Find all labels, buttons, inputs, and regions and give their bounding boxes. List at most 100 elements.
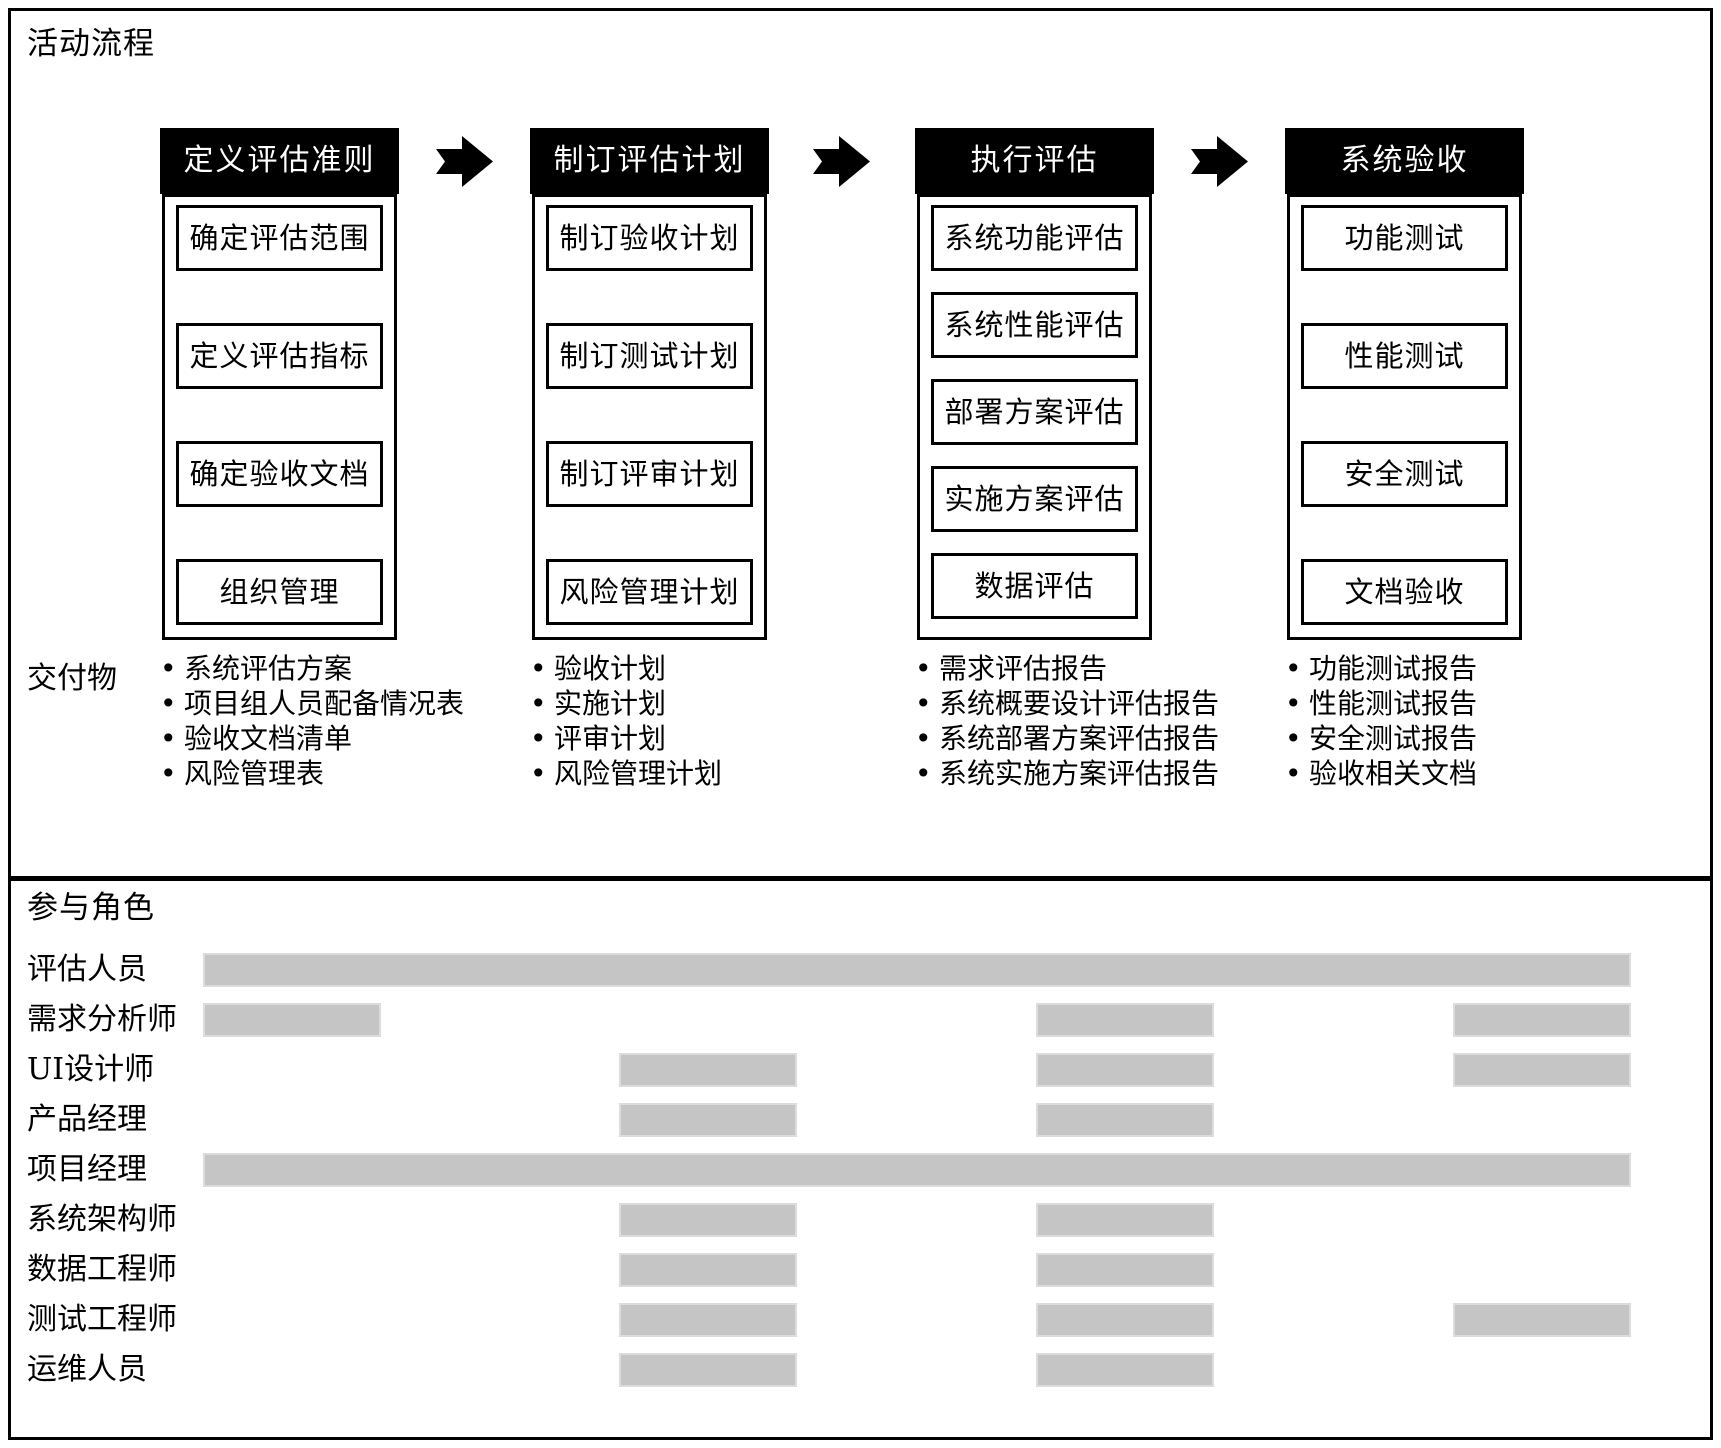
deliverable-item: •评审计划 [530, 721, 900, 756]
activity-box: 制订测试计划 [546, 323, 753, 389]
deliverable-item: •验收文档清单 [160, 721, 530, 756]
bullet-icon: • [160, 652, 177, 685]
bullet-icon: • [1285, 757, 1302, 790]
phase-header: 执行评估 [915, 128, 1154, 194]
phase-header: 定义评估准则 [160, 128, 399, 194]
deliverable-item: •风险管理计划 [530, 756, 900, 791]
bullet-icon: • [915, 652, 932, 685]
deliverable-text: 系统部署方案评估报告 [939, 722, 1220, 755]
deliverable-item: •功能测试报告 [1285, 651, 1655, 686]
activity-box: 确定评估范围 [176, 205, 383, 271]
activity-box: 定义评估指标 [176, 323, 383, 389]
deliverable-text: 安全测试报告 [1309, 722, 1478, 755]
involvement-bar [1036, 1003, 1214, 1037]
deliverable-item: •系统部署方案评估报告 [915, 721, 1285, 756]
activity-box: 部署方案评估 [931, 379, 1138, 445]
deliverable-text: 需求评估报告 [939, 652, 1108, 685]
involvement-bar [1036, 1053, 1214, 1087]
role-label: UI设计师 [27, 1052, 155, 1087]
roles-section-title: 参与角色 [27, 890, 155, 926]
arrow-right-icon [813, 133, 870, 190]
bullet-icon: • [160, 757, 177, 790]
deliverable-item: •需求评估报告 [915, 651, 1285, 686]
involvement-bar [619, 1103, 797, 1137]
bullet-icon: • [530, 687, 547, 720]
activity-box: 系统性能评估 [931, 292, 1138, 358]
involvement-bar [203, 1153, 1631, 1187]
involvement-bar [619, 1353, 797, 1387]
bullet-icon: • [530, 757, 547, 790]
deliverable-text: 功能测试报告 [1309, 652, 1478, 685]
involvement-bar [203, 1003, 381, 1037]
phase-column-4: 系统验收功能测试性能测试安全测试文档验收 [1285, 128, 1524, 640]
bullet-icon: • [160, 722, 177, 755]
deliverable-text: 风险管理计划 [554, 757, 723, 790]
phase-column-2: 制订评估计划制订验收计划制订测试计划制订评审计划风险管理计划 [530, 128, 769, 640]
activity-box: 风险管理计划 [546, 559, 753, 625]
deliverable-text: 性能测试报告 [1309, 687, 1478, 720]
activity-box: 系统功能评估 [931, 205, 1138, 271]
activity-box: 数据评估 [931, 553, 1138, 619]
bullet-icon: • [915, 722, 932, 755]
activity-box: 性能测试 [1301, 323, 1508, 389]
deliverable-text: 项目组人员配备情况表 [184, 687, 465, 720]
phase-column-3: 执行评估系统功能评估系统性能评估部署方案评估实施方案评估数据评估 [915, 128, 1154, 640]
deliverable-text: 系统实施方案评估报告 [939, 757, 1220, 790]
deliverable-text: 验收计划 [554, 652, 667, 685]
role-label: 系统架构师 [27, 1202, 177, 1237]
deliverable-text: 风险管理表 [184, 757, 325, 790]
role-label: 运维人员 [27, 1352, 147, 1387]
flow-section-title: 活动流程 [27, 26, 155, 62]
deliverable-text: 实施计划 [554, 687, 667, 720]
involvement-bar [1453, 1303, 1631, 1337]
deliverables-list-3: •需求评估报告•系统概要设计评估报告•系统部署方案评估报告•系统实施方案评估报告 [915, 651, 1285, 791]
activity-box: 制订验收计划 [546, 205, 753, 271]
involvement-bar [619, 1203, 797, 1237]
deliverable-item: •实施计划 [530, 686, 900, 721]
deliverables-list-1: •系统评估方案•项目组人员配备情况表•验收文档清单•风险管理表 [160, 651, 530, 791]
deliverable-text: 验收相关文档 [1309, 757, 1478, 790]
section-divider [8, 876, 1713, 881]
deliverables-list-2: •验收计划•实施计划•评审计划•风险管理计划 [530, 651, 900, 791]
bullet-icon: • [1285, 722, 1302, 755]
involvement-bar [619, 1303, 797, 1337]
deliverable-item: •系统概要设计评估报告 [915, 686, 1285, 721]
involvement-bar [203, 953, 1631, 987]
role-label: 数据工程师 [27, 1252, 177, 1287]
involvement-bar [1036, 1303, 1214, 1337]
activity-box: 文档验收 [1301, 559, 1508, 625]
activity-box: 确定验收文档 [176, 441, 383, 507]
deliverable-text: 系统概要设计评估报告 [939, 687, 1220, 720]
involvement-bar [1036, 1203, 1214, 1237]
arrow-right-icon [436, 133, 493, 190]
deliverable-item: •系统实施方案评估报告 [915, 756, 1285, 791]
role-label: 需求分析师 [27, 1002, 177, 1037]
role-label: 产品经理 [27, 1102, 147, 1137]
bullet-icon: • [1285, 687, 1302, 720]
phase-header: 系统验收 [1285, 128, 1524, 194]
activity-box: 安全测试 [1301, 441, 1508, 507]
bullet-icon: • [915, 757, 932, 790]
involvement-bar [619, 1253, 797, 1287]
deliverable-item: •性能测试报告 [1285, 686, 1655, 721]
phase-column-1: 定义评估准则确定评估范围定义评估指标确定验收文档组织管理 [160, 128, 399, 640]
role-label: 评估人员 [27, 952, 147, 987]
deliverable-item: •项目组人员配备情况表 [160, 686, 530, 721]
deliverable-item: •验收相关文档 [1285, 756, 1655, 791]
arrow-right-icon [1191, 133, 1248, 190]
deliverables-list-4: •功能测试报告•性能测试报告•安全测试报告•验收相关文档 [1285, 651, 1655, 791]
deliverable-text: 系统评估方案 [184, 652, 353, 685]
deliverable-item: •风险管理表 [160, 756, 530, 791]
activity-box: 功能测试 [1301, 205, 1508, 271]
involvement-bar [1036, 1353, 1214, 1387]
activity-box: 制订评审计划 [546, 441, 753, 507]
role-label: 测试工程师 [27, 1302, 177, 1337]
phase-header: 制订评估计划 [530, 128, 769, 194]
activity-box: 组织管理 [176, 559, 383, 625]
involvement-bar [619, 1053, 797, 1087]
deliverable-item: •验收计划 [530, 651, 900, 686]
deliverable-text: 评审计划 [554, 722, 667, 755]
involvement-bar [1453, 1003, 1631, 1037]
outer-border [8, 8, 1713, 1440]
